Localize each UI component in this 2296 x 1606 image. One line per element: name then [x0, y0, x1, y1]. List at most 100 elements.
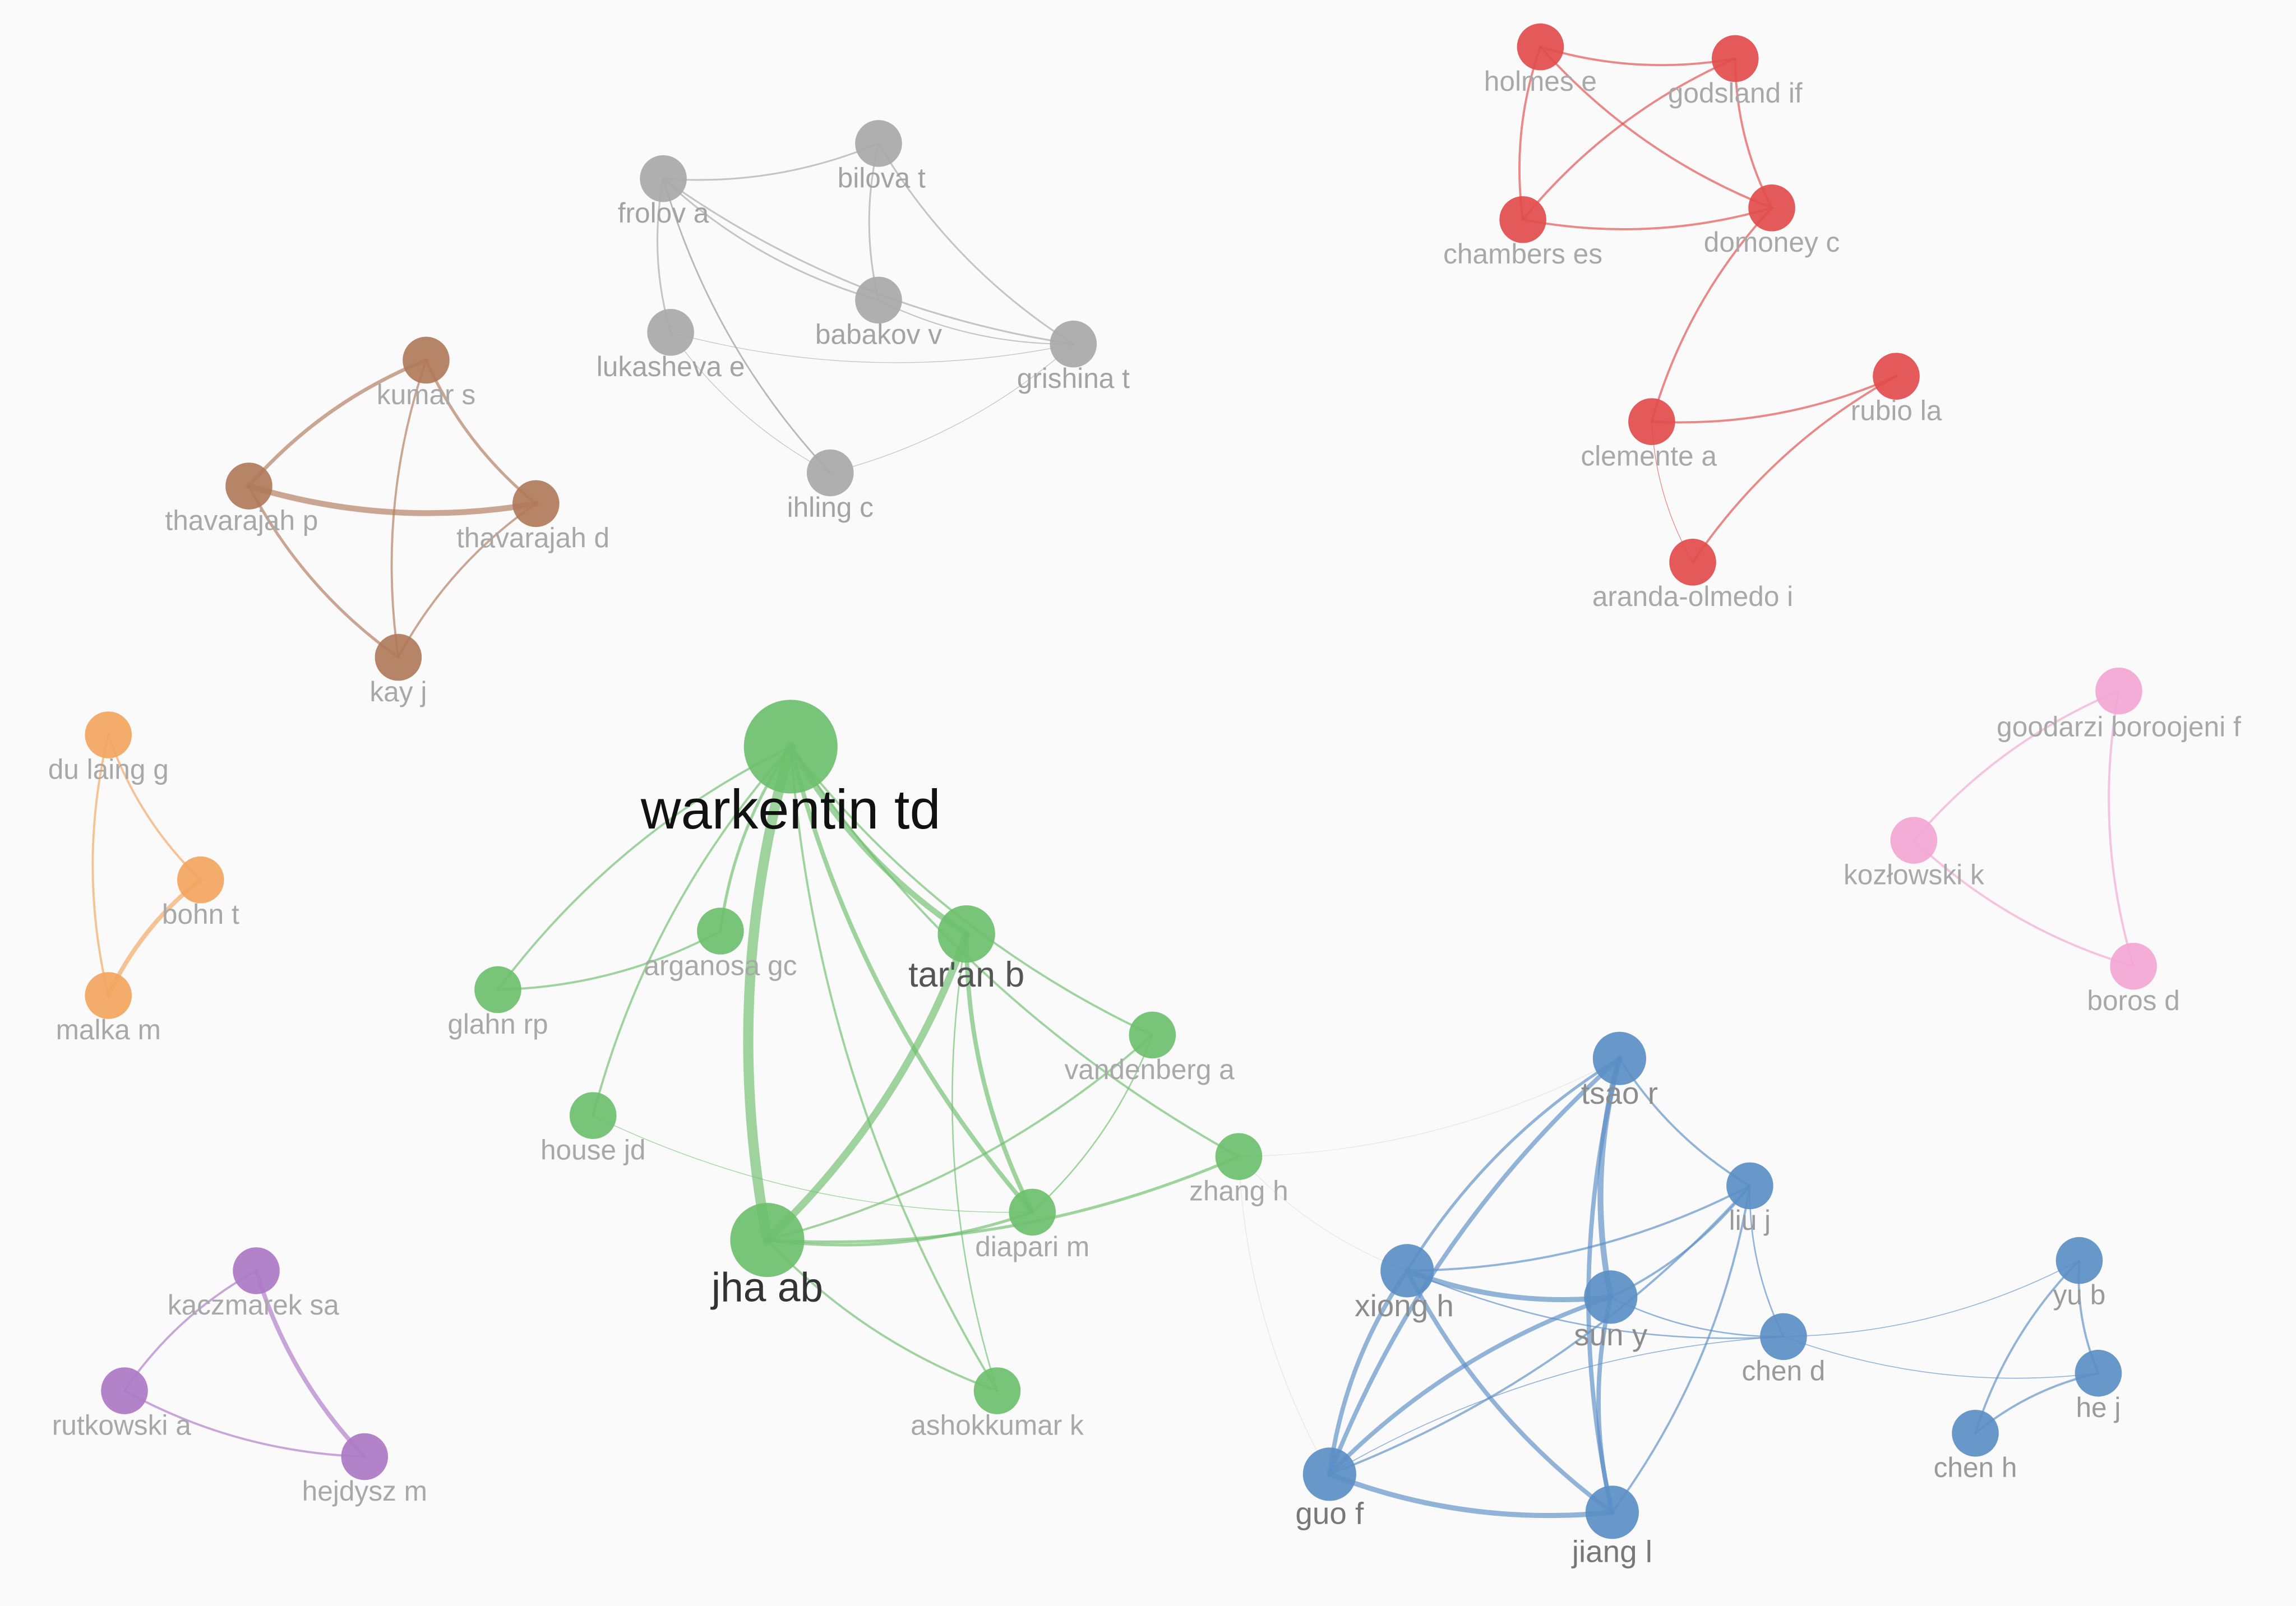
node-chenh[interactable] — [1952, 1409, 1999, 1457]
links-layer — [91, 45, 2135, 1519]
label-thavd: thavarajah d — [456, 522, 609, 554]
link-frolov-ihling — [663, 178, 831, 474]
link-warkentin-zhang — [789, 745, 1240, 1158]
node-chend[interactable] — [1760, 1313, 1807, 1360]
node-arganosa[interactable] — [697, 908, 744, 955]
node-taran[interactable] — [937, 905, 995, 963]
link-diapari-vandenberg — [1031, 1034, 1153, 1213]
label-chambers: chambers es — [1443, 238, 1602, 270]
label-yub: yu b — [2053, 1279, 2106, 1311]
node-house[interactable] — [569, 1092, 617, 1139]
label-bilova: bilova t — [838, 162, 926, 193]
label-goodarzi: goodarzi boroojeni f — [1997, 711, 2241, 743]
label-warkentin: warkentin td — [640, 779, 941, 841]
node-sun[interactable] — [1584, 1270, 1638, 1324]
link-chend-guo — [1329, 1336, 1784, 1475]
node-thavp[interactable] — [225, 462, 272, 510]
node-boros[interactable] — [2110, 942, 2157, 990]
node-babakov[interactable] — [855, 276, 902, 324]
link-warkentin-house — [592, 745, 792, 1117]
node-aranda[interactable] — [1669, 539, 1716, 586]
node-zhang[interactable] — [1215, 1133, 1263, 1180]
node-malka[interactable] — [85, 972, 132, 1019]
node-holmes[interactable] — [1517, 23, 1564, 71]
node-rutkowski[interactable] — [101, 1367, 148, 1414]
node-xiong[interactable] — [1380, 1244, 1434, 1298]
link-zhang-xiong — [1238, 1156, 1408, 1271]
node-chambers[interactable] — [1499, 196, 1546, 243]
label-holmes: holmes e — [1484, 66, 1597, 97]
link-kumar-kay — [390, 359, 427, 659]
node-ihling[interactable] — [806, 449, 854, 497]
link-ihling-grishina — [830, 344, 1074, 474]
link-thavp-thavd — [246, 483, 539, 516]
label-kumar: kumar s — [377, 379, 475, 410]
node-hej[interactable] — [2075, 1349, 2122, 1397]
node-diapari[interactable] — [1009, 1188, 1056, 1236]
node-hejdysz[interactable] — [341, 1433, 389, 1480]
node-goodarzi[interactable] — [2095, 667, 2142, 715]
link-frolov-babakov — [662, 178, 880, 301]
node-ashokkumar[interactable] — [973, 1367, 1021, 1414]
node-glahn[interactable] — [474, 966, 521, 1013]
link-guo-liu — [1328, 1184, 1751, 1475]
link-domoney-clemente — [1650, 206, 1773, 423]
link-xiong-jiang — [1405, 1268, 1615, 1515]
link-zhang-guo — [1238, 1156, 1330, 1475]
link-frolov-grishina — [662, 178, 1074, 345]
link-goodarzi-boros — [2108, 689, 2135, 968]
node-liu[interactable] — [1726, 1162, 1773, 1210]
label-domoney: domoney c — [1704, 226, 1840, 258]
node-kaczmarek[interactable] — [233, 1247, 280, 1294]
node-jiang[interactable] — [1585, 1485, 1639, 1539]
node-domoney[interactable] — [1748, 184, 1795, 232]
node-kay[interactable] — [375, 633, 422, 681]
label-bohn: bohn t — [162, 899, 239, 930]
node-jha[interactable] — [730, 1202, 805, 1278]
label-jha: jha ab — [710, 1265, 823, 1311]
node-bilova[interactable] — [855, 120, 902, 167]
link-chambers-domoney — [1522, 206, 1773, 230]
link-warkentin-jha — [743, 741, 796, 1246]
node-kumar[interactable] — [403, 336, 450, 384]
node-dulaing[interactable] — [85, 711, 132, 758]
node-rubio[interactable] — [1873, 353, 1920, 400]
node-bohn[interactable] — [177, 856, 224, 904]
node-kozlowski[interactable] — [1890, 817, 1938, 864]
label-rubio: rubio la — [1851, 395, 1942, 427]
node-frolov[interactable] — [640, 155, 687, 202]
label-taran: tar'an b — [908, 955, 1024, 994]
link-sun-jiang — [1596, 1294, 1615, 1515]
link-xiong-chend — [1406, 1270, 1785, 1339]
link-lukasheva-grishina — [670, 332, 1074, 363]
link-yub-chenh — [1974, 1259, 2081, 1434]
label-guo: guo f — [1295, 1496, 1364, 1531]
node-grishina[interactable] — [1050, 320, 1097, 368]
node-clemente[interactable] — [1628, 398, 1675, 445]
link-tsao-xiong — [1406, 1057, 1621, 1272]
label-rutkowski: rutkowski a — [52, 1409, 191, 1441]
node-yub[interactable] — [2055, 1237, 2103, 1284]
label-godsland: godsland if — [1668, 77, 1803, 109]
label-malka: malka m — [56, 1014, 161, 1045]
label-house: house jd — [540, 1134, 646, 1165]
label-clemente: clemente a — [1581, 440, 1717, 471]
link-tsao-guo — [1327, 1056, 1622, 1477]
label-grishina: grishina t — [1017, 363, 1130, 394]
node-guo[interactable] — [1302, 1447, 1356, 1501]
link-jha-zhang — [765, 1155, 1241, 1244]
link-rubio-aranda — [1692, 375, 1897, 563]
node-godsland[interactable] — [1711, 35, 1759, 82]
link-sun-guo — [1327, 1294, 1613, 1477]
node-tsao[interactable] — [1592, 1031, 1647, 1085]
node-warkentin[interactable] — [743, 700, 838, 794]
link-chend-hej — [1783, 1336, 2099, 1379]
label-chend: chen d — [1741, 1355, 1825, 1387]
node-vandenberg[interactable] — [1129, 1011, 1176, 1059]
node-thavd[interactable] — [512, 480, 560, 527]
label-chenh: chen h — [1934, 1452, 2017, 1483]
link-holmes-godsland — [1539, 45, 1736, 67]
node-lukasheva[interactable] — [647, 309, 694, 356]
